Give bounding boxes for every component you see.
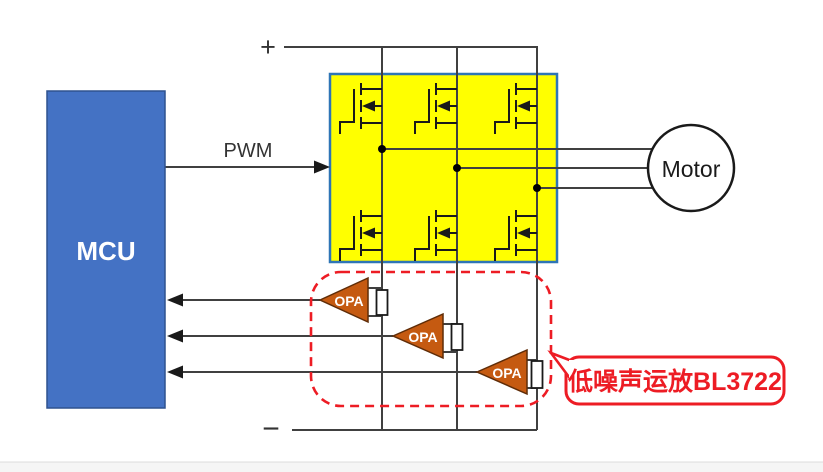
junction-dot-1 — [378, 145, 386, 153]
pwm-label: PWM — [224, 140, 273, 162]
callout: 低噪声运放BL3722 — [547, 350, 786, 406]
shunt-resistor-3 — [530, 360, 544, 389]
shunt-resistor-2 — [450, 323, 464, 351]
arrowheads — [167, 160, 330, 379]
mcu-label: MCU — [76, 236, 135, 266]
bottom-edge-strip — [0, 462, 823, 472]
junction-dot-2 — [453, 164, 461, 172]
opa2-label: OPA — [408, 329, 437, 345]
opa1-triangle-icon — [318, 276, 369, 324]
opa3-triangle-icon — [475, 348, 528, 396]
opa1-input-stubs — [368, 287, 382, 317]
motor-label: Motor — [662, 156, 721, 182]
dc-minus-label: − — [262, 413, 280, 446]
opa1-label: OPA — [334, 293, 363, 309]
dc-plus-label: + — [260, 32, 276, 62]
shunt-resistor-1 — [375, 289, 389, 316]
callout-tail-mask — [569, 360, 577, 383]
opa3-label: OPA — [492, 365, 521, 381]
sense-arrowhead-3-icon — [167, 365, 183, 379]
callout-bubble — [564, 355, 786, 406]
pwm-arrowhead-icon — [314, 160, 330, 174]
callout-label: 低噪声运放BL3722 — [567, 367, 782, 396]
motor-circle — [646, 123, 736, 213]
sense-arrowhead-1-icon — [167, 293, 183, 307]
junction-dots — [378, 145, 541, 192]
opa2-triangle-icon — [391, 312, 444, 360]
shunt-resistors — [375, 289, 544, 389]
wires — [165, 46, 654, 431]
opa-amplifiers: OPA OPA OPA — [318, 276, 528, 396]
sense-arrowhead-2-icon — [167, 329, 183, 343]
mcu-block — [46, 90, 166, 409]
junction-dot-3 — [533, 184, 541, 192]
sense-highlight-box — [309, 270, 553, 408]
